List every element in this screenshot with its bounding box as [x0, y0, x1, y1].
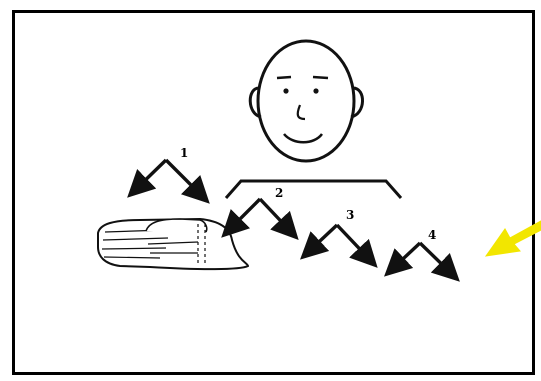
- label-4: 4: [428, 228, 436, 242]
- flat-hands-icon: [98, 219, 248, 269]
- arrow-pointer-icon: [486, 221, 541, 256]
- arrow-4-left: [389, 243, 420, 272]
- arrow-2-left: [226, 199, 260, 233]
- label-1: 1: [180, 146, 188, 160]
- shoulder-line: [226, 181, 401, 198]
- label-2: 2: [275, 186, 283, 200]
- face-icon: [250, 41, 362, 161]
- arrow-3-left: [305, 225, 337, 255]
- arrow-3-right: [337, 225, 373, 263]
- arrow-2-right: [260, 199, 294, 235]
- label-3: 3: [346, 208, 354, 222]
- arrow-1-left: [132, 160, 166, 193]
- arrow-4-right: [420, 243, 455, 277]
- arrow-1-right: [166, 160, 205, 199]
